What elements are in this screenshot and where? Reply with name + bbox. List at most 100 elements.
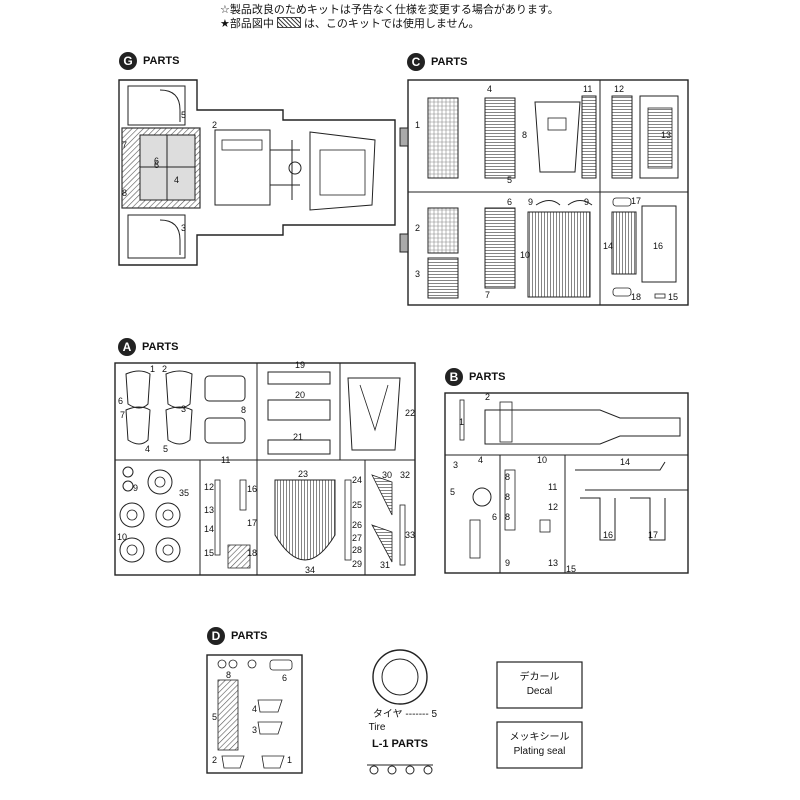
part-number-c-17: 17 (631, 196, 641, 206)
part-number-a-18: 18 (247, 548, 257, 558)
a-part-22 (347, 377, 401, 451)
section-a-label: PARTS (142, 341, 179, 353)
part-number-a-14: 14 (204, 524, 214, 534)
section-d-badge: D (207, 627, 225, 645)
part-number-b-11: 11 (548, 482, 557, 492)
part-number-b-17: 17 (648, 530, 658, 540)
plating-seal-box (496, 721, 583, 769)
a-part-30 (371, 474, 393, 516)
a-part-35 (147, 469, 173, 495)
note-unused-parts: ★部品図中は、このキットでは使用しません。 (220, 17, 480, 31)
part-number-a-29: 29 (352, 559, 362, 569)
part-number-g-6: 6 (154, 160, 159, 170)
c-part-12 (611, 95, 633, 179)
part-number-a-12: 12 (204, 482, 214, 492)
a-part-2 (165, 370, 193, 409)
section-d-label: PARTS (231, 630, 268, 642)
tire-label-jp: タイヤ ------- 5 (365, 709, 445, 721)
part-number-a-7: 7 (120, 410, 125, 420)
c-part-2 (427, 207, 459, 254)
section-d-header: D PARTS (207, 627, 267, 645)
part-number-a-21: 21 (293, 432, 303, 442)
part-number-c-10: 10 (520, 250, 530, 260)
note-unused-prefix: ★部品図中 (220, 17, 274, 30)
part-number-c-16: 16 (653, 241, 663, 251)
part-number-b-16: 16 (603, 530, 613, 540)
part-number-a-22: 22 (405, 408, 415, 418)
part-number-d-6: 6 (282, 673, 287, 683)
c-part-3 (427, 257, 459, 299)
part-number-b-9: 9 (505, 558, 510, 568)
c-part-6 (484, 207, 516, 289)
c-part-10 (527, 211, 591, 298)
l1-runner (367, 764, 433, 775)
part-number-a-6: 6 (118, 396, 123, 406)
section-c-label: PARTS (431, 56, 468, 68)
part-number-g-8: 8 (122, 188, 127, 198)
part-number-c-2: 2 (415, 223, 420, 233)
section-a-badge: A (118, 338, 136, 356)
a-part-1 (125, 370, 151, 409)
part-number-b-5: 5 (450, 487, 455, 497)
a-part-23 (274, 479, 336, 561)
part-number-a-35: 35 (179, 488, 189, 498)
part-number-b-2: 2 (485, 392, 490, 402)
part-number-a-2: 2 (162, 364, 167, 374)
part-number-c-12: 12 (614, 84, 624, 94)
a-part-5 (165, 406, 193, 445)
section-b-label: PARTS (469, 371, 506, 383)
part-number-a-13: 13 (204, 505, 214, 515)
l1-parts-label: L-1 PARTS (371, 738, 429, 750)
section-b-badge: B (445, 368, 463, 386)
sprue-a (114, 362, 416, 576)
part-number-b-1: 1 (459, 417, 464, 427)
part-number-a-9: 9 (133, 483, 138, 493)
g-part-3 (127, 214, 186, 259)
note-spec-change: ☆製品改良のためキットは予告なく仕様を変更する場合があります。 (220, 3, 559, 16)
tire-dashes: ------- (405, 709, 429, 720)
section-c-badge: C (407, 53, 425, 71)
part-number-c-9: 9 (584, 197, 589, 207)
tire-drawing (372, 649, 428, 705)
part-number-a-19: 19 (295, 360, 305, 370)
part-number-b-15: 15 (566, 564, 576, 574)
decal-box (496, 661, 583, 709)
part-number-a-34: 34 (305, 565, 315, 575)
part-number-g-7: 7 (122, 140, 127, 150)
part-number-a-3: 3 (181, 404, 186, 414)
part-number-d-3: 3 (252, 725, 257, 735)
part-number-c-3: 3 (415, 269, 420, 279)
c-part-1 (427, 97, 459, 179)
sprue-g (118, 79, 396, 266)
part-number-a-16: 16 (247, 484, 257, 494)
part-number-b-8: 8 (505, 512, 510, 522)
part-number-g-3: 3 (181, 223, 186, 233)
section-g-badge: G (119, 52, 137, 70)
part-number-c-7: 7 (485, 290, 490, 300)
part-number-g-6: 6 (154, 156, 159, 166)
b-part-17 (630, 497, 666, 541)
part-number-c-18: 18 (631, 292, 641, 302)
part-number-d-8: 8 (226, 670, 231, 680)
part-number-a-15: 15 (204, 548, 214, 558)
part-number-b-6: 6 (492, 512, 497, 522)
part-number-a-27: 27 (352, 533, 362, 543)
part-number-a-4: 4 (145, 444, 150, 454)
part-number-b-14: 14 (620, 457, 630, 467)
part-number-a-33: 33 (405, 530, 415, 540)
section-b-header: B PARTS (445, 368, 505, 386)
part-number-a-10: 10 (117, 532, 127, 542)
part-number-c-8: 8 (522, 130, 527, 140)
part-number-d-5: 5 (212, 712, 217, 722)
section-g-header: G PARTS (119, 52, 179, 70)
a-part-19 (267, 371, 331, 385)
plating-label-jp: メッキシール (509, 732, 570, 743)
part-number-a-1: 1 (150, 364, 155, 374)
d-part-5 (217, 679, 239, 751)
sprue-d (206, 654, 303, 774)
section-g-label: PARTS (143, 55, 180, 67)
part-number-d-4: 4 (252, 704, 257, 714)
